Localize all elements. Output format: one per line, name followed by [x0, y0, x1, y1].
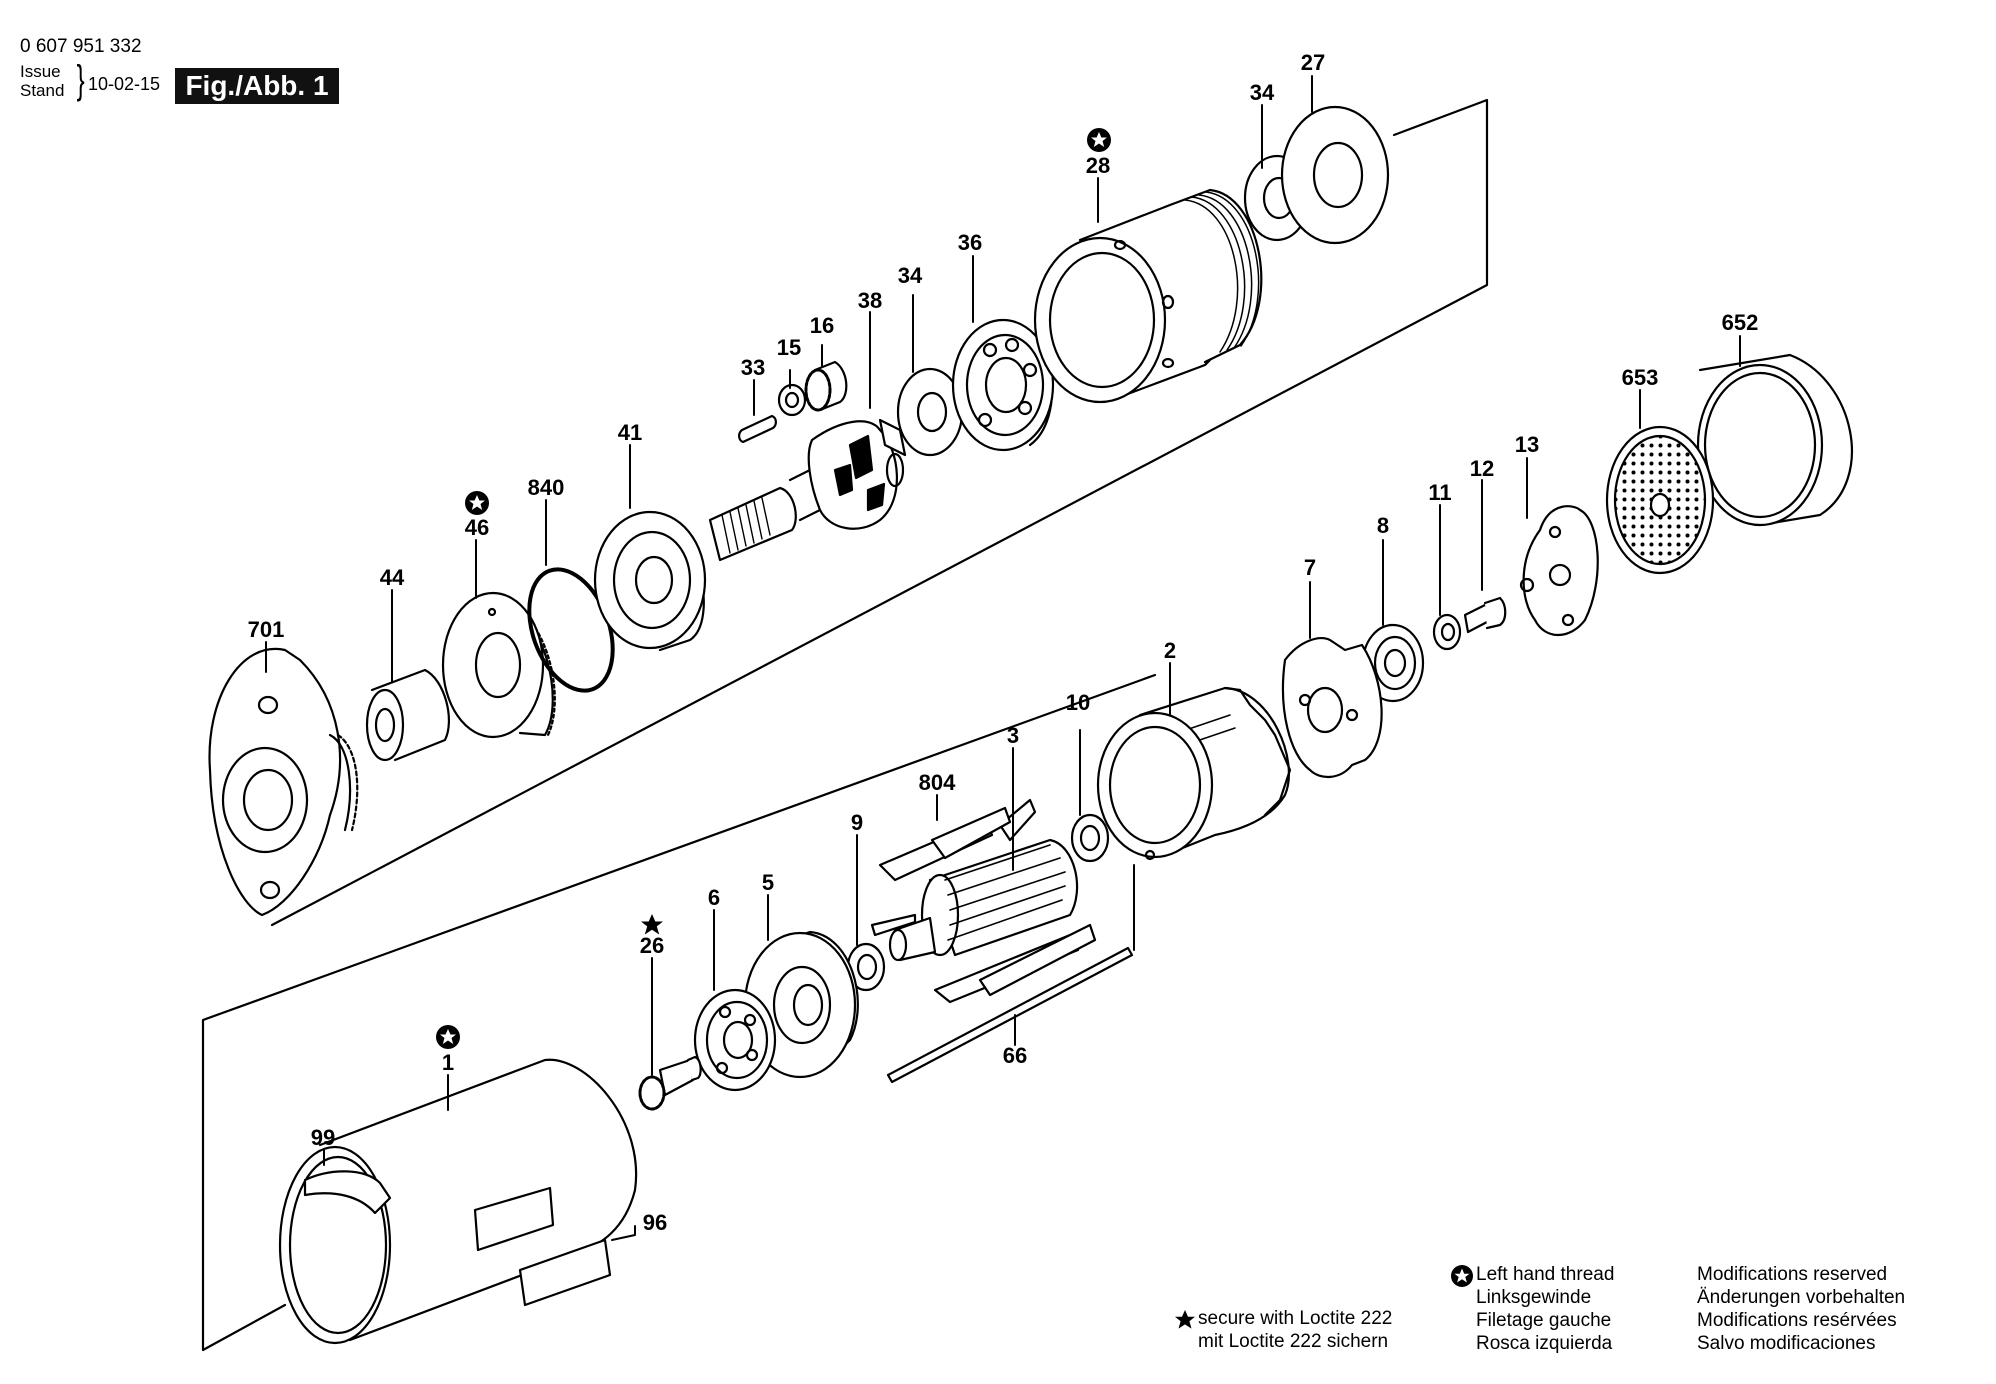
callout-13: 13 — [1515, 432, 1539, 457]
part-46-threaded-ring — [441, 591, 556, 739]
part-7-end-plate — [1281, 637, 1383, 778]
callout-7: 7 — [1304, 555, 1316, 580]
part-2-cylinder — [1096, 686, 1292, 861]
part-804-vanes — [878, 806, 1097, 1004]
callout-44: 44 — [380, 565, 405, 590]
brace-glyph: } — [76, 58, 85, 102]
callout-34-top: 34 — [1250, 80, 1275, 105]
callout-653: 653 — [1622, 365, 1659, 390]
modifications-legend: Modifications reserved Änderungen vorbeh… — [1697, 1263, 1905, 1355]
part-653-filter-disc — [1605, 425, 1715, 575]
callout-96: 96 — [643, 1210, 667, 1235]
mods-line-de: Änderungen vorbehalten — [1697, 1287, 1906, 1308]
callout-16: 16 — [810, 313, 834, 338]
callout-99: 99 — [311, 1125, 335, 1150]
upper-assembly-frame — [270, 98, 1489, 927]
callout-26: 26 — [640, 933, 664, 958]
thread-legend: Left hand thread Linksgewinde Filetage g… — [1450, 1263, 1614, 1355]
loctite-star-icon — [1175, 1310, 1195, 1329]
part-33-pin — [738, 414, 777, 444]
callout-15: 15 — [777, 335, 801, 360]
callout-10: 10 — [1066, 690, 1090, 715]
thread-line-fr: Filetage gauche — [1476, 1310, 1612, 1331]
figure-label: Fig./Abb. 1 — [175, 68, 339, 104]
stand-label: Stand — [20, 81, 65, 100]
callout-28: 28 — [1086, 153, 1110, 178]
callout-36: 36 — [958, 230, 982, 255]
left-hand-thread-star-icon — [465, 491, 489, 515]
part-16-gear — [804, 360, 848, 412]
left-hand-thread-star-icon — [436, 1025, 460, 1049]
loctite-line-1: secure with Loctite 222 — [1198, 1308, 1393, 1329]
callout-6: 6 — [708, 885, 720, 910]
part-38-spindle — [708, 418, 907, 562]
callout-1: 1 — [442, 1050, 454, 1075]
callout-46: 46 — [465, 515, 489, 540]
mods-line-es: Salvo modificaciones — [1697, 1333, 1876, 1354]
part-41-bearing — [593, 510, 707, 652]
part-652-cover-ring — [1696, 353, 1853, 527]
part-15-roller — [777, 383, 807, 417]
callout-804: 804 — [919, 770, 956, 795]
callout-701: 701 — [248, 617, 285, 642]
part-10-washer — [1070, 813, 1110, 863]
part-3-rotor — [870, 798, 1079, 962]
callout-5: 5 — [762, 870, 774, 895]
callout-34: 34 — [898, 263, 923, 288]
part-99-label — [303, 1170, 392, 1215]
callout-11: 11 — [1428, 480, 1451, 505]
part-66-rod — [886, 946, 1134, 1084]
left-hand-thread-star-icon — [1451, 1265, 1473, 1287]
part-28-housing — [1033, 188, 1263, 404]
callout-2: 2 — [1164, 638, 1176, 663]
callout-12: 12 — [1470, 456, 1494, 481]
mods-line-fr: Modifications resérvées — [1697, 1310, 1897, 1331]
left-hand-thread-star-icon — [1087, 128, 1111, 152]
callout-41: 41 — [618, 420, 642, 445]
document-number: 0 607 951 332 — [20, 36, 142, 57]
callout-33: 33 — [741, 355, 765, 380]
leader-lines — [265, 75, 1741, 1241]
loctite-legend: secure with Loctite 222 mit Loctite 222 … — [1172, 1307, 1392, 1353]
part-6-bearing — [693, 988, 777, 1092]
part-44-sleeve — [365, 668, 450, 762]
callout-38: 38 — [858, 288, 882, 313]
callout-840: 840 — [528, 475, 565, 500]
lower-assembly-frame — [201, 673, 1157, 1352]
callout-66: 66 — [1003, 1043, 1027, 1068]
thread-line-de: Linksgewinde — [1476, 1287, 1592, 1308]
callout-3: 3 — [1007, 723, 1019, 748]
thread-markers — [436, 128, 1473, 1329]
callout-652: 652 — [1722, 310, 1759, 335]
callout-8: 8 — [1377, 513, 1389, 538]
part-27-disc — [1280, 105, 1390, 245]
issue-stand-labels: Issue Stand — [20, 62, 64, 100]
loctite-star-icon — [641, 914, 663, 935]
thread-line-es: Rosca izquierda — [1476, 1333, 1613, 1354]
part-12-screw — [1463, 596, 1507, 634]
part-11-washer — [1432, 613, 1462, 651]
callout-labels: 27 34 28 36 34 38 16 15 33 41 840 46 44 … — [248, 50, 1759, 1235]
issue-label: Issue — [20, 62, 61, 81]
callout-9: 9 — [851, 810, 863, 835]
part-26-pinion — [638, 1055, 702, 1111]
loctite-line-2: mit Loctite 222 sichern — [1198, 1331, 1389, 1352]
thread-line-en: Left hand thread — [1476, 1264, 1615, 1285]
part-96-nameplate — [518, 1238, 612, 1307]
mods-line-en: Modifications reserved — [1697, 1264, 1888, 1285]
part-701-flange — [208, 647, 359, 917]
callout-27: 27 — [1301, 50, 1325, 75]
part-1-motor-housing — [278, 1058, 638, 1345]
part-13-end-plate — [1519, 505, 1599, 636]
issue-date: 10-02-15 — [88, 74, 161, 94]
